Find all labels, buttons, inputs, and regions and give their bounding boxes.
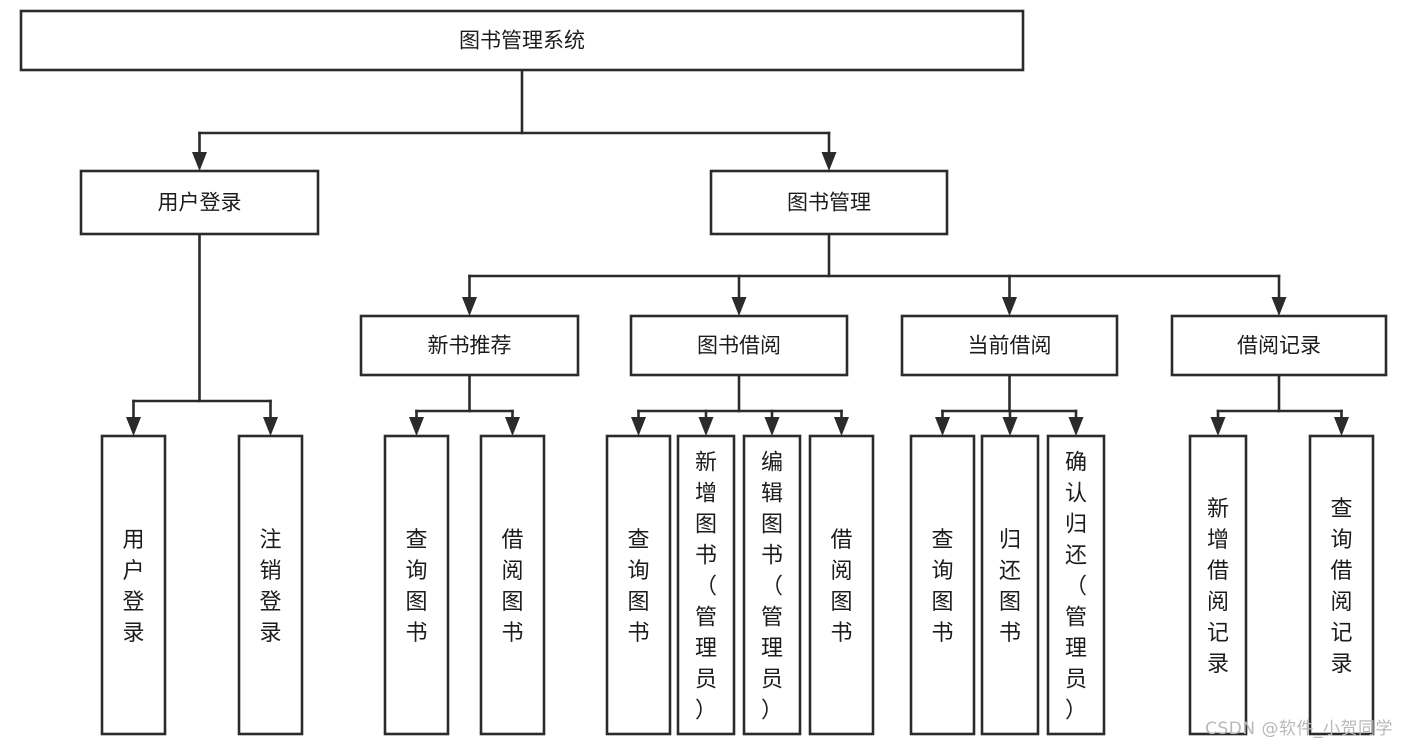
arrowhead-leaf-8 — [935, 417, 950, 436]
node-leaf-query-borrow-record-label: 查询借阅记录 — [1330, 497, 1352, 677]
connector-lines — [126, 68, 1349, 436]
node-book-management[interactable]: 图书管理 — [709, 169, 949, 236]
arrowhead-level3-3 — [1271, 297, 1287, 316]
node-leaf-logout-login[interactable]: 注销登录 — [237, 434, 304, 736]
node-user-login[interactable]: 用户登录 — [79, 169, 320, 236]
arrowhead-level3-1 — [731, 297, 747, 316]
node-leaf-query-book-1-rect[interactable] — [383, 434, 450, 736]
node-leaf-borrow-book-2-rect[interactable] — [808, 434, 875, 736]
node-leaf-add-borrow-record-rect[interactable] — [1188, 434, 1248, 736]
node-leaf-add-borrow-record-label: 新增借阅记录 — [1207, 497, 1229, 677]
arrowhead-leaf-12 — [1334, 417, 1349, 436]
node-current-borrow-label: 当前借阅 — [968, 334, 1052, 358]
node-leaf-add-book-admin-label: 新增图书（管理员） — [695, 451, 717, 724]
node-leaf-query-borrow-record-rect[interactable] — [1308, 434, 1375, 736]
node-leaf-query-book-1[interactable]: 查询图书 — [383, 434, 450, 736]
arrowhead-leaf-3 — [505, 417, 520, 436]
node-root-root[interactable]: 图书管理系统 — [19, 9, 1025, 72]
node-leaf-borrow-book-1-rect[interactable] — [479, 434, 546, 736]
arrowhead-leaf-7 — [834, 417, 849, 436]
node-leaf-confirm-return-admin-label: 确认归还（管理员） — [1065, 451, 1087, 724]
arrowhead-user-login — [192, 152, 207, 171]
node-new-book-recommend-label: 新书推荐 — [428, 334, 512, 358]
node-leaf-query-book-3-label: 查询图书 — [931, 528, 953, 646]
node-leaf-query-borrow-record[interactable]: 查询借阅记录 — [1308, 434, 1375, 736]
node-leaf-borrow-book-2-label: 借阅图书 — [830, 528, 852, 646]
node-leaf-return-book-label: 归还图书 — [999, 528, 1021, 646]
node-current-borrow-rect[interactable] — [900, 314, 1119, 377]
node-leaf-borrow-book-1-label: 借阅图书 — [501, 528, 523, 646]
arrowhead-level3-0 — [462, 297, 477, 316]
node-leaf-confirm-return-admin[interactable]: 确认归还（管理员） — [1046, 434, 1106, 736]
node-borrow-record[interactable]: 借阅记录 — [1170, 314, 1388, 377]
node-leaf-add-book-admin[interactable]: 新增图书（管理员） — [676, 434, 736, 736]
node-leaf-edit-book-admin-label: 编辑图书（管理员） — [761, 451, 783, 724]
node-leaf-logout-login-rect[interactable] — [237, 434, 304, 736]
arrowhead-leaf-10 — [1068, 417, 1084, 436]
node-boxes: 图书管理系统用户登录图书管理新书推荐图书借阅当前借阅借阅记录用户登录注销登录查询… — [19, 9, 1388, 736]
arrowhead-leaf-1 — [263, 417, 278, 436]
node-book-borrow-label: 图书借阅 — [697, 334, 781, 358]
node-leaf-user-login-label: 用户登录 — [122, 528, 144, 646]
node-leaf-add-borrow-record[interactable]: 新增借阅记录 — [1188, 434, 1248, 736]
arrowhead-leaf-5 — [698, 417, 714, 436]
node-leaf-query-book-3[interactable]: 查询图书 — [909, 434, 976, 736]
node-leaf-user-login[interactable]: 用户登录 — [100, 434, 167, 736]
node-leaf-return-book[interactable]: 归还图书 — [980, 434, 1040, 736]
node-root-root-label: 图书管理系统 — [459, 29, 585, 53]
node-leaf-edit-book-admin-rect[interactable] — [742, 434, 802, 736]
node-current-borrow[interactable]: 当前借阅 — [900, 314, 1119, 377]
node-leaf-borrow-book-1[interactable]: 借阅图书 — [479, 434, 546, 736]
arrowhead-leaf-2 — [409, 417, 424, 436]
node-borrow-record-label: 借阅记录 — [1237, 334, 1321, 358]
node-book-management-rect[interactable] — [709, 169, 949, 236]
node-leaf-borrow-book-2[interactable]: 借阅图书 — [808, 434, 875, 736]
node-user-login-label: 用户登录 — [158, 191, 242, 215]
node-leaf-confirm-return-admin-rect[interactable] — [1046, 434, 1106, 736]
arrowhead-leaf-4 — [631, 417, 646, 436]
node-book-borrow[interactable]: 图书借阅 — [629, 314, 849, 377]
arrowhead-book-management — [821, 152, 837, 171]
arrowhead-level3-2 — [1002, 297, 1017, 316]
arrowhead-leaf-6 — [764, 417, 780, 436]
arrowhead-leaf-11 — [1210, 417, 1226, 436]
node-leaf-user-login-rect[interactable] — [100, 434, 167, 736]
arrowhead-leaf-9 — [1002, 417, 1018, 436]
node-borrow-record-rect[interactable] — [1170, 314, 1388, 377]
node-new-book-recommend[interactable]: 新书推荐 — [359, 314, 580, 377]
node-leaf-edit-book-admin[interactable]: 编辑图书（管理员） — [742, 434, 802, 736]
watermark-text: CSDN @软件_小贺同学 — [1205, 719, 1393, 739]
node-leaf-query-book-3-rect[interactable] — [909, 434, 976, 736]
node-leaf-query-book-2-rect[interactable] — [605, 434, 672, 736]
node-root-root-rect[interactable] — [19, 9, 1025, 72]
arrowhead-leaf-0 — [126, 417, 141, 436]
node-leaf-add-book-admin-rect[interactable] — [676, 434, 736, 736]
node-leaf-query-book-2[interactable]: 查询图书 — [605, 434, 672, 736]
node-leaf-return-book-rect[interactable] — [980, 434, 1040, 736]
node-leaf-logout-login-label: 注销登录 — [259, 528, 281, 646]
node-user-login-rect[interactable] — [79, 169, 320, 236]
node-leaf-query-book-2-label: 查询图书 — [627, 528, 649, 646]
node-book-management-label: 图书管理 — [787, 191, 871, 215]
node-book-borrow-rect[interactable] — [629, 314, 849, 377]
node-new-book-recommend-rect[interactable] — [359, 314, 580, 377]
node-leaf-query-book-1-label: 查询图书 — [405, 528, 427, 646]
